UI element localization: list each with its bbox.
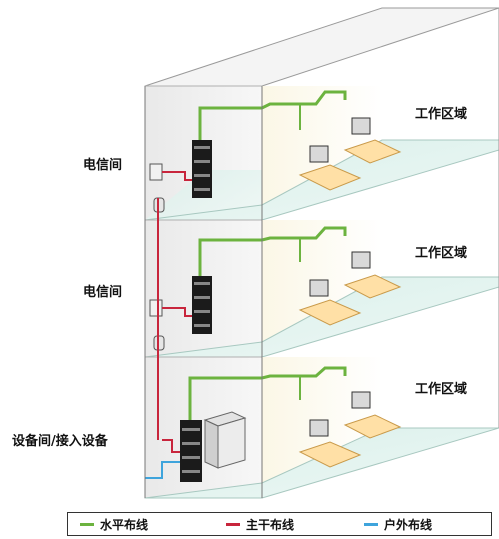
floor-2-panel-icon	[149, 299, 163, 317]
legend-label-horizontal: 水平布线	[100, 517, 149, 532]
floor-1-horizontal-cable	[198, 90, 347, 140]
floor-3-horizontal-cable	[188, 366, 347, 420]
legend-swatch-outdoor	[364, 522, 378, 526]
floor-3-rack-icon	[180, 420, 202, 482]
floor-2-rack-icon	[192, 276, 212, 334]
floor-3-backbone-cable	[162, 439, 180, 453]
floor-1-backbone-cable	[162, 171, 192, 181]
floor-3-right-label: 工作区域	[415, 382, 468, 397]
legend-label-backbone: 主干布线	[246, 517, 295, 532]
floor-3-outdoor-cable	[145, 461, 180, 479]
legend-label-outdoor: 户外布线	[384, 517, 433, 532]
floor-1-panel-icon	[149, 163, 163, 181]
floor-1	[144, 85, 499, 221]
legend-swatch-horizontal	[80, 522, 94, 526]
floor-2-right-label: 工作区域	[415, 246, 468, 261]
floor-2	[144, 219, 499, 358]
floor-2-left-label: 电信间	[83, 285, 123, 300]
floor-1-rack-icon	[192, 140, 212, 198]
legend-item-horizontal: 水平布线	[80, 516, 148, 532]
floor-2-horizontal-cable	[198, 226, 347, 276]
floor-1-left-label: 电信间	[83, 158, 123, 173]
floor-1-workstation-icon	[298, 117, 402, 191]
legend-item-backbone: 主干布线	[226, 516, 294, 532]
floor-2-workstation-icon	[298, 251, 402, 326]
legend-item-outdoor: 户外布线	[364, 516, 432, 532]
legend: 水平布线 主干布线 户外布线	[67, 512, 492, 536]
floor-3-workstation-icon	[298, 391, 402, 468]
floor-2-backbone-cable	[162, 307, 192, 317]
legend-swatch-backbone	[226, 522, 240, 526]
floor-3-left-label: 设备间/接入设备	[12, 434, 108, 449]
floor-3-server-icon	[203, 411, 247, 469]
roof	[144, 7, 499, 87]
floor-1-right-label: 工作区域	[415, 107, 468, 122]
floor-3	[144, 356, 499, 499]
